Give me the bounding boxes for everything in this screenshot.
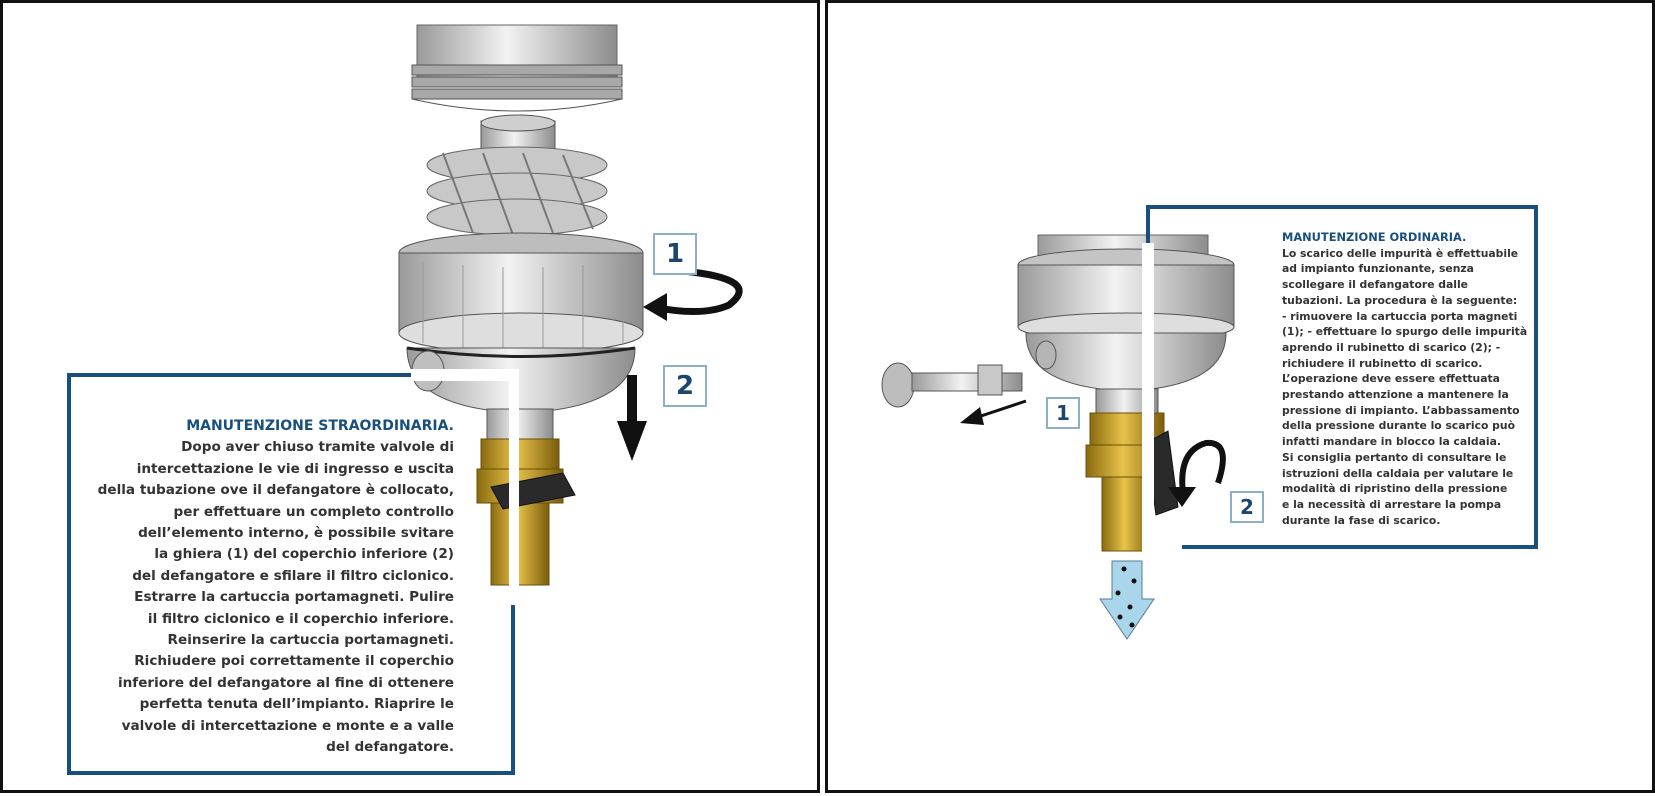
text-line: aprendo il rubinetto di scarico (2); - bbox=[1282, 340, 1501, 354]
text-line: istruzioni della caldaia per valutare le bbox=[1282, 466, 1514, 480]
heading: MANUTENZIONE STRAORDINARIA. bbox=[186, 418, 454, 434]
left-panel: 1 2 MANUTENZIONE STRAORDINARIA. Dopo ave… bbox=[0, 0, 820, 793]
text-line: infatti mandare in blocco la caldaia. bbox=[1282, 435, 1502, 449]
text-line: Reinserire la cartuccia portamagneti. bbox=[167, 632, 454, 649]
text-line: prestando attenzione a mantenere la bbox=[1282, 388, 1509, 402]
text-line: Si consiglia pertanto di consultare le bbox=[1282, 450, 1507, 464]
text-line: - rimuovere la cartuccia porta magneti bbox=[1282, 309, 1518, 323]
text-line: dell’elemento interno, è possibile svita… bbox=[138, 525, 454, 542]
text-line: (1); - effettuare lo spurgo delle impuri… bbox=[1282, 325, 1528, 339]
text-line: il filtro ciclonico e il coperchio infer… bbox=[147, 610, 454, 627]
extraordinary-maintenance-text: MANUTENZIONE STRAORDINARIA. Dopo aver ch… bbox=[74, 416, 454, 759]
text-line: intercettazione le vie di ingresso e usc… bbox=[136, 460, 454, 477]
heading: MANUTENZIONE ORDINARIA. bbox=[1282, 230, 1467, 244]
label-2-box: 2 bbox=[1230, 491, 1264, 523]
text-line: della pressione durante lo scarico può bbox=[1282, 419, 1515, 433]
label-1-box: 1 bbox=[1046, 397, 1080, 429]
text-line: e la necessità di arrestare la pompa bbox=[1282, 497, 1502, 511]
frame-gap-bottom bbox=[1142, 533, 1182, 553]
text-line: richiudere il rubinetto di scarico. bbox=[1282, 356, 1483, 370]
text-line: Estrarre la cartuccia portamagneti. Puli… bbox=[134, 589, 454, 606]
text-line: pressione di impianto. L’abbassamento bbox=[1282, 403, 1520, 417]
text-line: L’operazione deve essere effettuata bbox=[1282, 372, 1500, 386]
text-line: valvole di intercettazione e monte e a v… bbox=[121, 717, 454, 734]
text-line: tubazioni. La procedura è la seguente: bbox=[1282, 293, 1518, 307]
frame-gap-right bbox=[509, 375, 519, 605]
frame-gap-left bbox=[1142, 243, 1154, 553]
text-line: del defangatore e sfilare il filtro cicl… bbox=[132, 567, 454, 584]
drain-procedure-illustration bbox=[881, 234, 1235, 640]
text-line: della tubazione ove il defangatore è col… bbox=[97, 482, 454, 499]
label-2-box: 2 bbox=[663, 365, 707, 407]
text-line: perfetta tenuta dell’impianto. Riaprire … bbox=[139, 696, 454, 713]
text-line: modalità di ripristino della pressione bbox=[1282, 482, 1508, 496]
text-line: Dopo aver chiuso tramite valvole di bbox=[181, 439, 454, 456]
label-1-box: 1 bbox=[653, 233, 697, 275]
text-line: durante la fase di scarico. bbox=[1282, 513, 1441, 527]
text-line: del defangatore. bbox=[326, 739, 454, 756]
text-line: Richiudere poi correttamente il coperchi… bbox=[134, 653, 454, 670]
text-line: scollegare il defangatore dalle bbox=[1282, 278, 1469, 292]
text-line: per effettuare un completo controllo bbox=[173, 503, 454, 520]
right-panel: 1 2 bbox=[825, 0, 1655, 793]
text-line: ad impianto funzionante, senza bbox=[1282, 262, 1474, 276]
ordinary-maintenance-text: MANUTENZIONE ORDINARIA. Lo scarico delle… bbox=[1282, 230, 1532, 528]
frame-gap-top bbox=[411, 369, 519, 381]
exploded-filter-illustration bbox=[398, 24, 743, 586]
text-line: la ghiera (1) del coperchio inferiore (2… bbox=[154, 546, 454, 563]
text-line: Lo scarico delle impurità è effettuabile bbox=[1282, 246, 1519, 260]
text-line: inferiore del defangatore al fine di ott… bbox=[117, 674, 454, 691]
